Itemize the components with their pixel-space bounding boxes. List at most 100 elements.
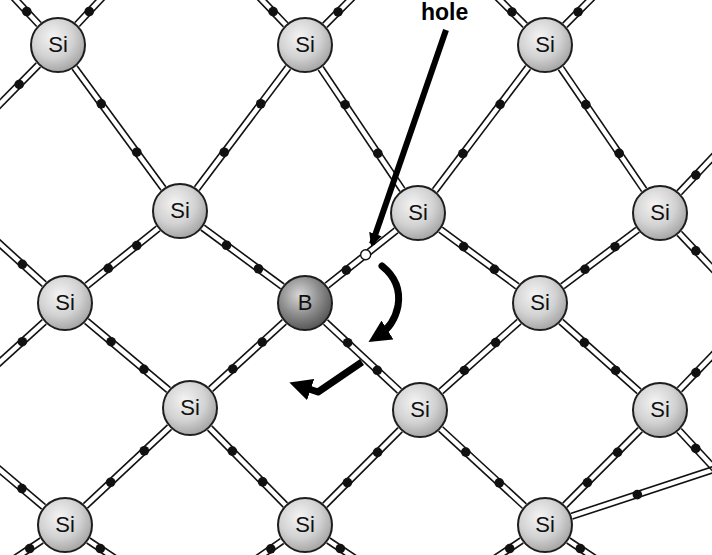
bond-line [329, 233, 398, 288]
covalent-bond [318, 67, 405, 192]
bond-line [439, 319, 517, 389]
atom-symbol: Si [530, 292, 550, 314]
bond-line [327, 432, 402, 507]
electron-dot [219, 147, 229, 157]
bond-line [0, 238, 46, 282]
covalent-bond [323, 428, 403, 508]
bond-line [75, 0, 102, 22]
hole-mark [361, 250, 371, 260]
electron-dot [633, 490, 643, 500]
covalent-bond [432, 66, 530, 193]
hole-pointer [372, 30, 446, 244]
electron-dot [96, 99, 106, 109]
electron-dot [459, 242, 469, 252]
bond-line [498, 0, 527, 23]
bond-line [213, 324, 287, 391]
bond-line [559, 324, 637, 394]
silicon-atom: Si [162, 380, 218, 436]
bond-line [0, 464, 46, 505]
electron-dot [611, 366, 621, 376]
covalent-bond [194, 66, 290, 191]
bond-line [85, 323, 167, 392]
bond-line [493, 538, 520, 555]
bond-line [573, 471, 712, 519]
covalent-bond [207, 426, 287, 507]
bond-line [0, 67, 41, 110]
bond-line [194, 66, 285, 187]
silicon-atom: Si [512, 275, 568, 331]
bond-line [0, 320, 42, 364]
bond-line [0, 242, 42, 286]
atom-symbol: Si [55, 292, 75, 314]
bond-line [563, 0, 592, 23]
bond-line [323, 428, 398, 503]
atom-symbol: B [298, 292, 313, 314]
bond-line [88, 319, 170, 388]
bond-line [567, 543, 594, 555]
bond-line [561, 227, 636, 283]
silicon-atom: Si [632, 185, 688, 241]
electron-dot [458, 149, 468, 159]
bond-line [256, 0, 284, 27]
silicon-atom: Si [277, 17, 333, 73]
bond-line [87, 429, 171, 508]
silicon-atom: Si [517, 497, 573, 553]
electron-dot [132, 241, 142, 251]
bond-line [89, 231, 160, 288]
electron-dot [139, 364, 149, 374]
electron-dot [18, 337, 28, 347]
electron-dot [460, 366, 470, 376]
bond-line [439, 431, 523, 508]
electron-dot [373, 149, 383, 159]
electron-dot [17, 484, 27, 494]
electron-dot [461, 447, 471, 457]
electron-dot [691, 368, 701, 378]
electron-dot [494, 478, 504, 488]
electron-dot [373, 448, 383, 458]
electron-dot [14, 80, 24, 90]
bond-line [207, 430, 283, 507]
atom-symbol: Si [410, 399, 430, 421]
electron-dot [84, 7, 94, 17]
bond-line [330, 538, 357, 555]
electron-dot [691, 444, 701, 454]
hole-move-arrow [300, 362, 362, 392]
atom-symbol: Si [535, 514, 555, 536]
electron-dot [490, 265, 500, 275]
silicon-atom: Si [517, 17, 573, 73]
bond-line [443, 324, 521, 394]
atom-symbol: Si [48, 34, 68, 56]
bond-line [85, 226, 156, 283]
bond-line [439, 232, 516, 289]
bond-line [681, 428, 712, 468]
silicon-atom: Si [390, 185, 446, 241]
bond-line [564, 232, 639, 288]
bond-line [567, 432, 642, 507]
bond-line [497, 543, 524, 555]
bond-line [72, 69, 161, 190]
covalent-bond [201, 225, 284, 289]
silicon-atom: Si [30, 17, 86, 73]
covalent-bond [439, 319, 521, 393]
atom-symbol: Si [650, 202, 670, 224]
silicon-atom: Si [37, 275, 93, 331]
electron-dot [254, 264, 264, 274]
electron-dot [614, 149, 624, 159]
electron-dot [581, 100, 591, 110]
electron-dot [25, 544, 35, 554]
bond-line [323, 0, 352, 23]
electron-dot [266, 544, 276, 554]
electron-dot [333, 7, 343, 17]
bond-line [260, 0, 288, 23]
electron-dot [106, 477, 116, 487]
covalent-bond [561, 227, 640, 288]
bond-line [0, 468, 42, 509]
bond-line [571, 465, 712, 513]
bond-line [327, 543, 354, 555]
electron-dot [580, 264, 590, 274]
electron-dot [256, 99, 266, 109]
bond-line [432, 66, 525, 189]
silicon-atom: Si [277, 497, 333, 553]
bond-line [570, 538, 597, 555]
